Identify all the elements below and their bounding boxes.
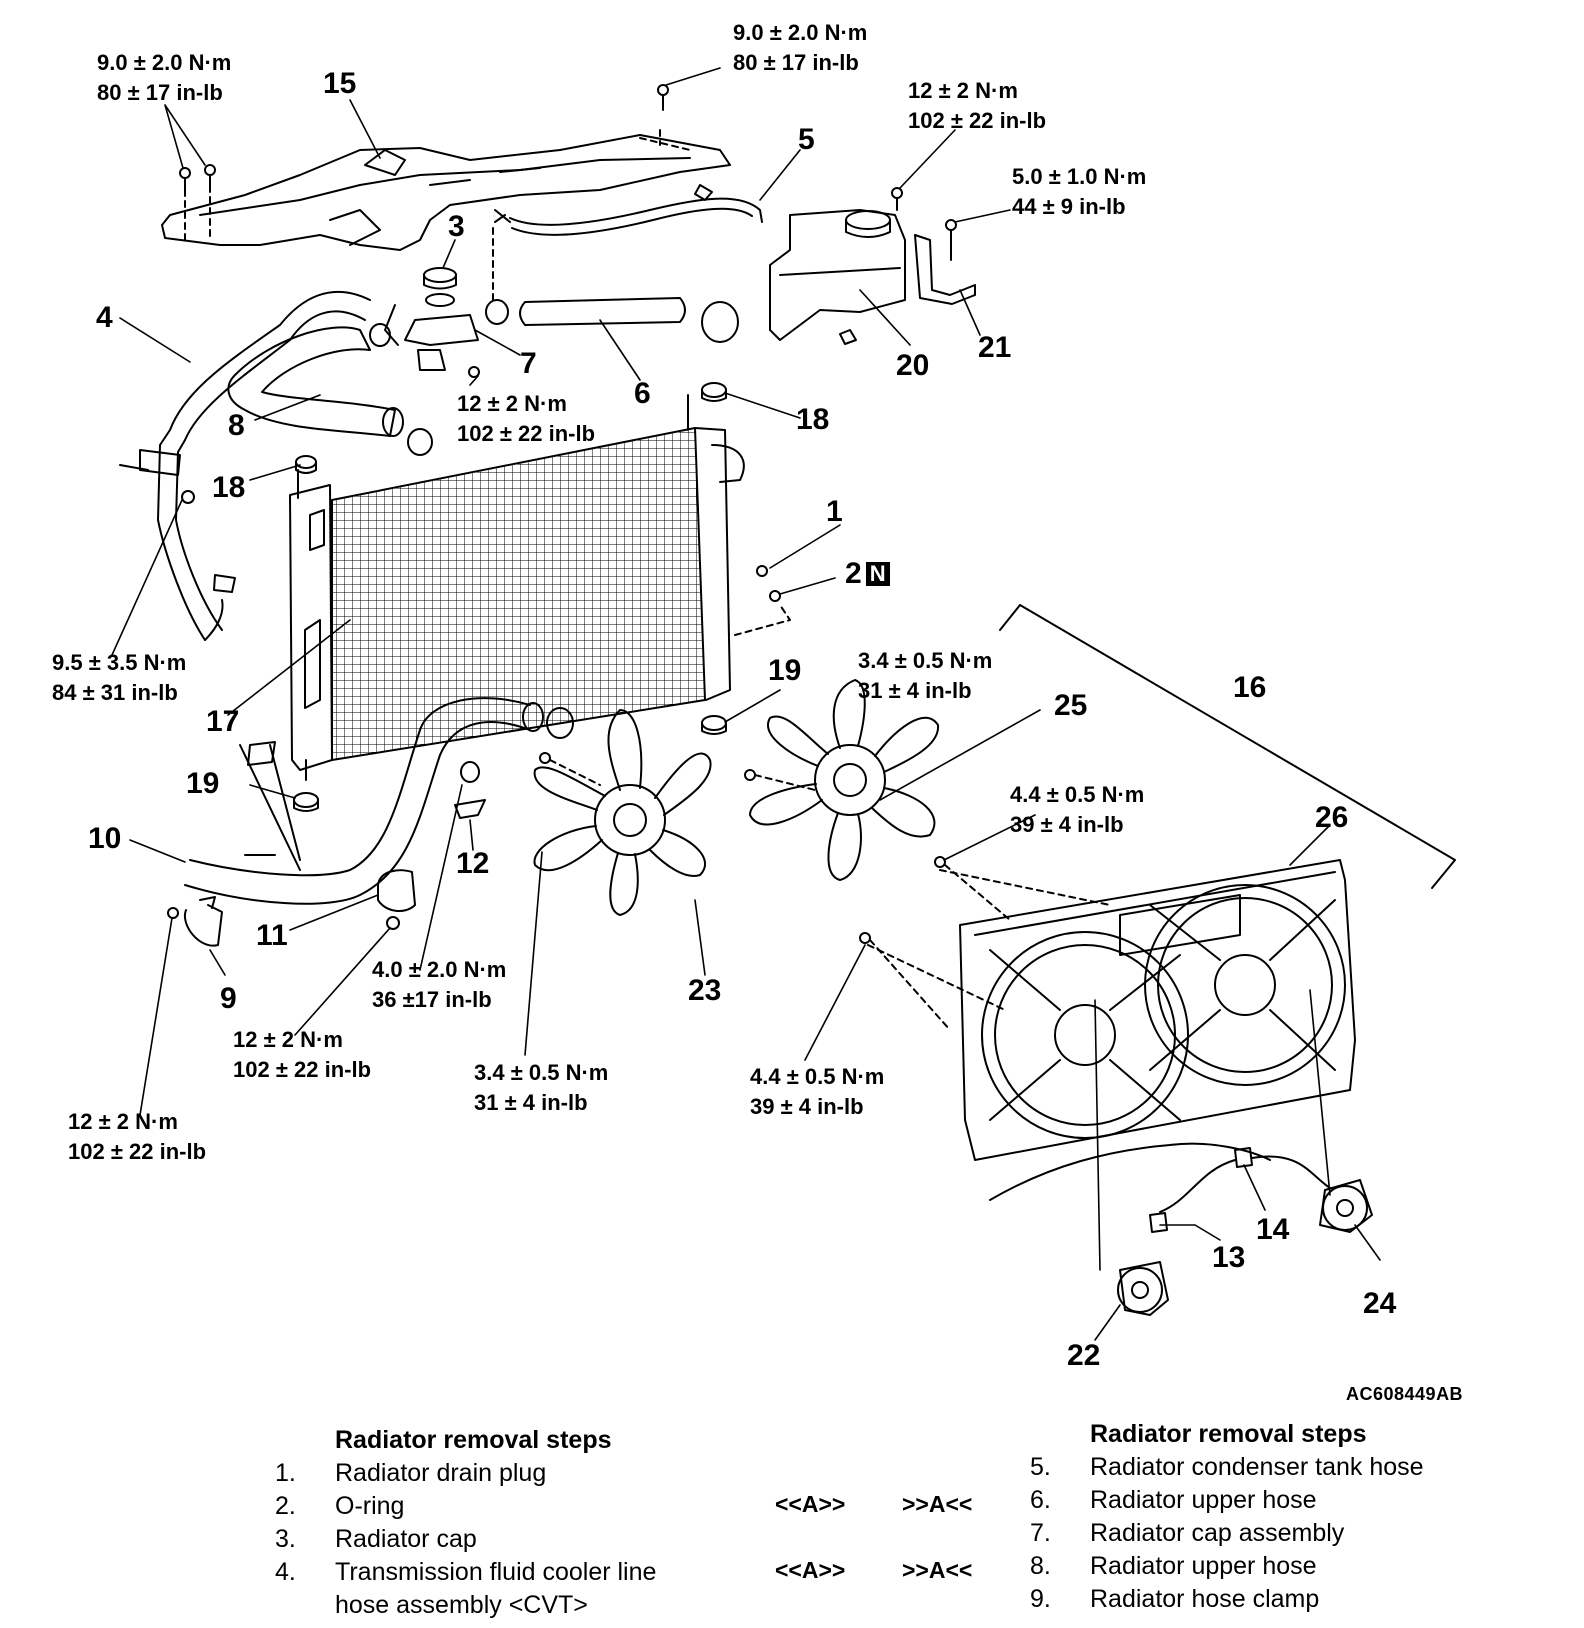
tank-hose xyxy=(494,184,763,236)
radiator-core xyxy=(289,394,745,781)
callout-1: 1 xyxy=(826,495,843,528)
callout-26: 26 xyxy=(1315,801,1349,834)
fan-shroud xyxy=(859,856,1356,1201)
drain-plug xyxy=(734,565,791,636)
callout-3: 3 xyxy=(448,210,465,243)
callout-10: 10 xyxy=(88,822,122,855)
bracket-bolts xyxy=(179,84,669,193)
callout-18-right: 18 xyxy=(796,403,830,436)
ref-a-removal-4: <<A>> xyxy=(775,1557,846,1583)
callout-20: 20 xyxy=(896,349,930,382)
callout-18-left: 18 xyxy=(212,471,246,504)
callout-19-left: 19 xyxy=(186,767,220,800)
cap-assembly xyxy=(369,227,509,378)
callout-15: 15 xyxy=(323,67,357,100)
ref-a-removal-2: <<A>> xyxy=(775,1491,846,1517)
callout-24: 24 xyxy=(1363,1287,1397,1320)
ref-a-install-2: >>A<< xyxy=(902,1491,973,1517)
small-clamps xyxy=(167,761,486,947)
upper-hose-6 xyxy=(519,297,739,343)
callout-14: 14 xyxy=(1256,1213,1290,1246)
callout-13: 13 xyxy=(1212,1241,1246,1274)
grommets xyxy=(293,382,727,812)
leader-lines xyxy=(111,67,1381,1341)
n-badge: N xyxy=(865,562,890,586)
steps-left-title: Radiator removal steps xyxy=(335,1426,612,1454)
fan-motors xyxy=(1117,1147,1373,1316)
cooler-hose-4 xyxy=(119,290,371,641)
callout-17: 17 xyxy=(206,705,240,738)
callout-8: 8 xyxy=(228,409,245,442)
callout-5: 5 xyxy=(798,123,815,156)
callout-16: 16 xyxy=(1233,671,1267,704)
upper-hose-8 xyxy=(227,326,433,456)
steps-right-title: Radiator removal steps xyxy=(1090,1420,1367,1448)
fan-left xyxy=(533,709,712,916)
callout-19-right: 19 xyxy=(768,654,802,687)
upper-bracket xyxy=(161,129,731,251)
figure-id: AC608449AB xyxy=(1346,1384,1464,1404)
callout-22: 22 xyxy=(1067,1339,1101,1372)
lower-hose-10 xyxy=(184,697,574,905)
ref-a-install-4: >>A<< xyxy=(902,1557,973,1583)
tank-bracket xyxy=(891,187,976,305)
fan-right xyxy=(744,679,940,881)
condenser-tank xyxy=(769,209,906,345)
callout-23: 23 xyxy=(688,974,722,1007)
fan-assembly-bracket xyxy=(999,604,1456,889)
callout-7: 7 xyxy=(520,347,537,380)
callout-12: 12 xyxy=(456,847,490,880)
callout-25: 25 xyxy=(1054,689,1088,722)
callout-9: 9 xyxy=(220,982,237,1015)
callout-11: 11 xyxy=(256,919,288,952)
callout-4: 4 xyxy=(96,301,113,334)
callout-6: 6 xyxy=(634,377,651,410)
callout-21: 21 xyxy=(978,331,1012,364)
